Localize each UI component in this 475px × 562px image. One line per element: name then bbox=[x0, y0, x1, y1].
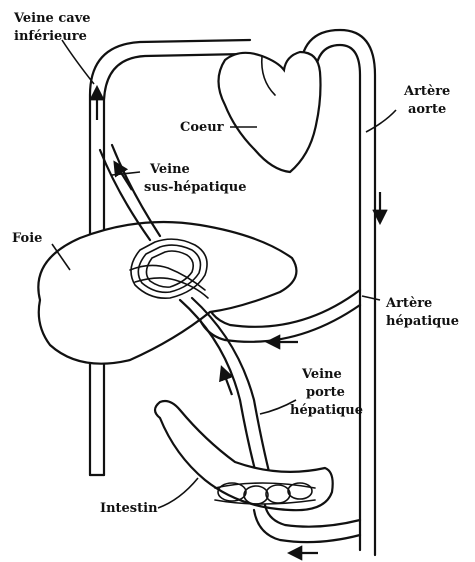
label-veine-sus-line1: Veine bbox=[149, 162, 190, 177]
label-intestin: Intestin bbox=[100, 501, 158, 516]
label-coeur: Coeur bbox=[180, 120, 224, 135]
label-veine-cave-line1: Veine cave bbox=[13, 11, 91, 26]
label-veine-porte-line2: porte bbox=[306, 385, 345, 400]
label-artere-hep-line2: hépatique bbox=[386, 314, 459, 329]
label-artere-hep-line1: Artère bbox=[385, 296, 432, 311]
label-veine-cave-line2: inférieure bbox=[14, 29, 87, 44]
heart bbox=[219, 52, 321, 172]
label-veine-sus-line2: sus-hépatique bbox=[144, 180, 246, 195]
label-artere-aorte-line1: Artère bbox=[403, 84, 450, 99]
label-artere-aorte-line2: aorte bbox=[408, 102, 446, 117]
label-veine-porte-line3: hépatique bbox=[290, 403, 363, 418]
label-veine-porte-line1: Veine bbox=[301, 367, 342, 382]
label-foie: Foie bbox=[12, 231, 42, 246]
